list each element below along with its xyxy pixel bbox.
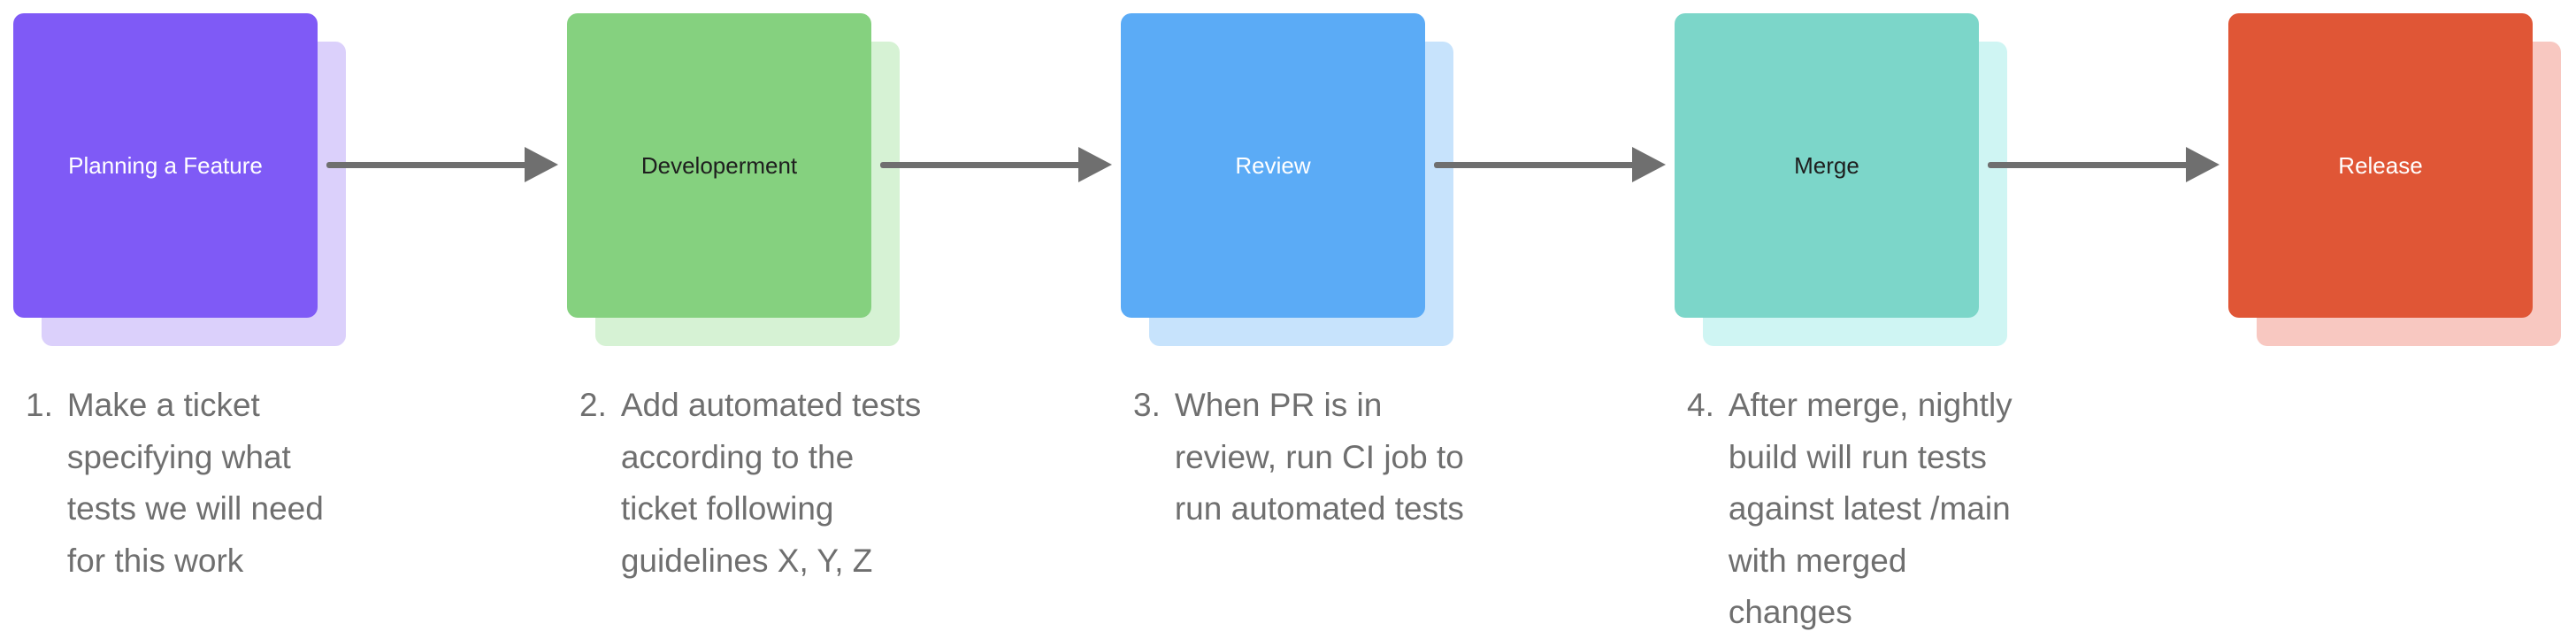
arrow-right-icon	[1434, 147, 1666, 182]
card-label: Review	[1235, 151, 1311, 179]
card-label: Release	[2338, 151, 2423, 179]
planning-card: Planning a Feature	[13, 13, 318, 318]
step-release: Release	[2228, 13, 2564, 580]
step-merge: Merge 4. After merge, nightly build will…	[1675, 13, 2012, 630]
step-note: 4. After merge, nightly build will run t…	[1687, 380, 2029, 639]
note-number: 4.	[1687, 387, 1714, 423]
arrow-right-icon	[326, 147, 558, 182]
arrow-right-icon	[1988, 147, 2220, 182]
review-card: Review	[1121, 13, 1425, 318]
note-text: Add automated tests according to the tic…	[620, 387, 922, 579]
card-label: Merge	[1794, 151, 1859, 179]
note-text: After merge, nightly build will run test…	[1728, 387, 2012, 630]
release-card: Release	[2228, 13, 2533, 318]
note-text: When PR is in review, run CI job to run …	[1174, 387, 1464, 527]
step-note: 2. Add automated tests according to the …	[579, 380, 922, 587]
workflow-diagram: Planning a Feature 1. Make a ticket spec…	[13, 13, 2564, 630]
card-label: Planning a Feature	[68, 151, 263, 179]
step-note: 3. When PR is in review, run CI job to r…	[1133, 380, 1476, 535]
note-number: 1.	[26, 387, 53, 423]
step-note: 1. Make a ticket specifying what tests w…	[26, 380, 368, 587]
note-number: 3.	[1133, 387, 1161, 423]
step-planning: Planning a Feature 1. Make a ticket spec…	[13, 13, 349, 580]
note-text: Make a ticket specifying what tests we w…	[66, 387, 324, 579]
merge-card: Merge	[1675, 13, 1979, 318]
card-label: Developerment	[640, 151, 798, 179]
step-development: Developerment 2. Add automated tests acc…	[567, 13, 921, 580]
development-card: Developerment	[567, 13, 871, 318]
note-number: 2.	[579, 387, 607, 423]
arrow-right-icon	[880, 147, 1112, 182]
step-review: Review 3. When PR is in review, run CI j…	[1121, 13, 1464, 580]
